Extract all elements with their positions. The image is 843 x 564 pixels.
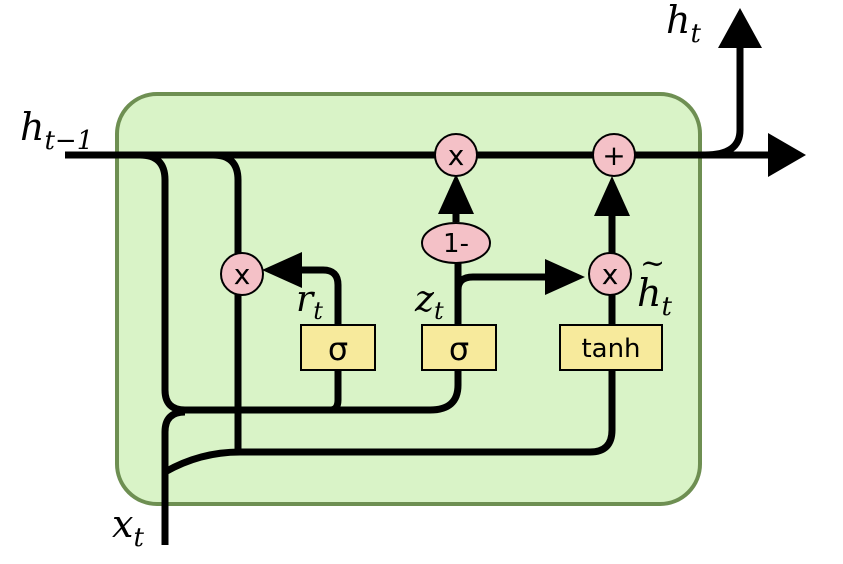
update-gate-label: σ (449, 330, 469, 368)
h-prev-second-branch-wire (212, 151, 242, 452)
candidate-mult-arrowhead (545, 259, 585, 295)
wires (65, 48, 775, 545)
h-prev-trunk-wire (139, 151, 330, 414)
label-x-in: xt (112, 502, 144, 553)
operator-add-top: + (592, 133, 636, 177)
label-z-gate: zt (414, 279, 444, 325)
update-to-candidate-wire (454, 273, 548, 300)
svg-text:ht: ht (637, 271, 672, 322)
gru-cell-body (115, 92, 702, 506)
reset-arrowhead (262, 252, 302, 288)
svg-text:ht−1: ht−1 (20, 105, 93, 156)
add-arrowhead (594, 176, 630, 216)
operator-mult-reset: x (220, 252, 264, 296)
hidden-state-arrowhead (768, 133, 806, 177)
mult-reset-symbol: x (234, 258, 251, 291)
one-minus-symbol: 1- (443, 229, 469, 259)
label-h-candidate: ~ ht (637, 246, 672, 322)
reset-gate-output-wire (300, 266, 342, 325)
reset-gate-label: σ (328, 330, 348, 368)
add-top-symbol: + (602, 139, 625, 172)
svg-text:zt: zt (414, 279, 444, 325)
svg-text:xt: xt (112, 502, 144, 553)
h-candidate-tilde: ~ (640, 246, 665, 281)
x-input-wire (161, 408, 186, 545)
mult-candidate-symbol: x (602, 258, 619, 291)
gate-update-sigma: σ (421, 324, 497, 371)
mult-top-symbol: x (448, 139, 465, 172)
candidate-gate-label: tanh (581, 334, 640, 364)
output-arrowhead (718, 8, 762, 48)
svg-text:rt: rt (296, 279, 323, 325)
top-mult-arrowhead (438, 174, 474, 214)
svg-text:ht: ht (666, 0, 701, 49)
gate-reset-sigma: σ (300, 324, 376, 371)
lower-bus-wire (163, 370, 616, 476)
update-bus-wire (330, 370, 462, 414)
operator-mult-candidate: x (588, 252, 632, 296)
label-h-out: ht (666, 0, 701, 49)
operator-mult-top: x (434, 133, 478, 177)
label-r-gate: rt (296, 279, 323, 325)
gate-candidate-tanh: tanh (559, 324, 663, 371)
output-branch-wire (704, 48, 744, 159)
label-h-prev: ht−1 (20, 105, 93, 156)
operator-one-minus: 1- (421, 222, 491, 264)
